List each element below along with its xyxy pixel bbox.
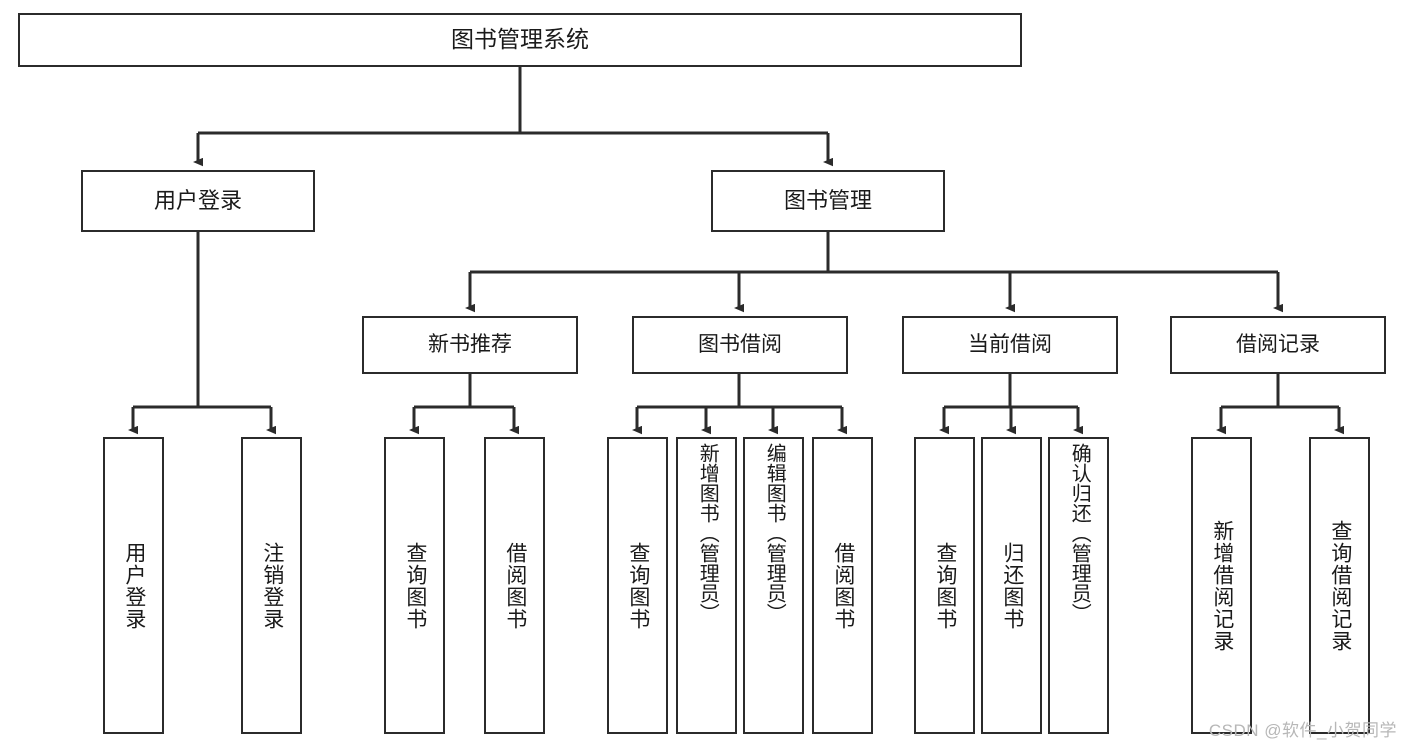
leaf-user-login-login[interactable]: 用户登录	[103, 437, 164, 734]
node-new-book-recommend[interactable]: 新书推荐	[362, 316, 578, 374]
node-label: 图书管理	[783, 187, 872, 213]
node-book-management[interactable]: 图书管理	[711, 170, 945, 232]
leaf-current-borrow-return-book[interactable]: 归还图书	[981, 437, 1042, 734]
leaf-book-borrow-query-book[interactable]: 查询图书	[607, 437, 668, 734]
node-label: 用户登录	[153, 187, 242, 213]
node-label: 新增借阅记录	[1210, 519, 1234, 652]
node-borrow-record[interactable]: 借阅记录	[1170, 316, 1386, 374]
node-label: 注销登录	[260, 541, 284, 630]
leaf-book-borrow-add-book-admin[interactable]: 新增图书（管理员）	[676, 437, 737, 734]
node-label: 查询图书	[933, 541, 957, 630]
leaf-current-borrow-confirm-return-admin[interactable]: 确认归还（管理员）	[1048, 437, 1109, 734]
leaf-new-book-borrow-book[interactable]: 借阅图书	[484, 437, 545, 734]
node-label: 用户登录	[122, 541, 146, 630]
node-label: 借阅图书	[503, 541, 527, 630]
node-label: 当前借阅	[968, 333, 1052, 357]
leaf-book-borrow-edit-book-admin[interactable]: 编辑图书（管理员）	[743, 437, 804, 734]
node-label: 新增图书（管理员）	[696, 443, 719, 623]
node-label: 查询借阅记录	[1328, 519, 1352, 652]
node-label: 借阅图书	[831, 541, 855, 630]
node-label: 图书借阅	[698, 333, 782, 357]
node-user-login[interactable]: 用户登录	[81, 170, 315, 232]
leaf-borrow-record-query-record[interactable]: 查询借阅记录	[1309, 437, 1370, 734]
node-label: 图书管理系统	[451, 26, 589, 53]
node-label: 查询图书	[626, 541, 650, 630]
leaf-new-book-query-book[interactable]: 查询图书	[384, 437, 445, 734]
csdn-watermark: CSDN @软件_小贺同学	[1208, 721, 1397, 740]
node-label: 借阅记录	[1236, 333, 1320, 357]
node-book-management-system[interactable]: 图书管理系统	[18, 13, 1022, 67]
node-current-borrow[interactable]: 当前借阅	[902, 316, 1118, 374]
leaf-borrow-record-add-record[interactable]: 新增借阅记录	[1191, 437, 1252, 734]
leaf-current-borrow-query-book[interactable]: 查询图书	[914, 437, 975, 734]
node-label: 新书推荐	[428, 333, 512, 357]
node-label: 编辑图书（管理员）	[763, 443, 786, 623]
node-label: 查询图书	[403, 541, 427, 630]
node-label: 确认归还（管理员）	[1068, 443, 1091, 623]
leaf-user-login-logout[interactable]: 注销登录	[241, 437, 302, 734]
leaf-book-borrow-borrow-book[interactable]: 借阅图书	[812, 437, 873, 734]
node-book-borrow[interactable]: 图书借阅	[632, 316, 848, 374]
node-label: 归还图书	[1000, 541, 1024, 630]
